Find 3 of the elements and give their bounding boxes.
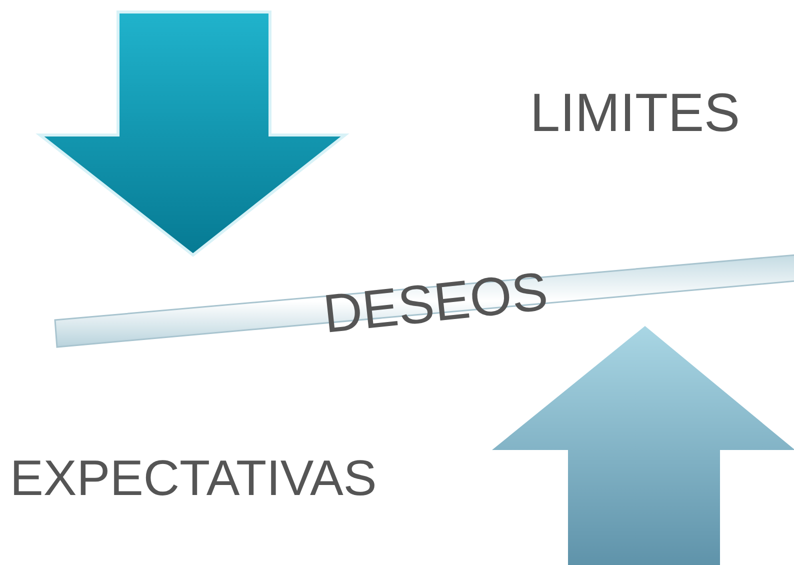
- label-text: EXPECTATIVAS: [10, 453, 377, 503]
- label-text: DESEOS: [320, 264, 550, 342]
- label-text: LIMITES: [530, 86, 740, 140]
